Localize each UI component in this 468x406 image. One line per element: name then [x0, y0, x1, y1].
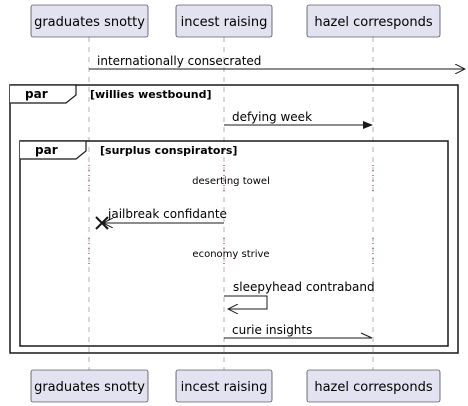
message-label: curie insights	[232, 323, 312, 337]
delay-deserting-towel: deserting towel	[88, 165, 374, 195]
participant-hazel-corresponds-bottom: hazel corresponds	[306, 369, 441, 403]
destroy-icon	[95, 216, 109, 230]
participant-label: hazel corresponds	[314, 15, 433, 30]
message-label: defying week	[232, 110, 312, 124]
delay-economy-strive: economy strive	[88, 238, 374, 268]
fragment-condition: [willies westbound]	[90, 88, 212, 101]
fragment-keyword: par	[25, 87, 48, 101]
fragment-par-inner: par [surplus conspirators]	[19, 140, 449, 347]
message-label: sleepyhead contraband	[233, 280, 375, 294]
message-label: jailbreak confidante	[107, 207, 227, 221]
message-jailbreak-confidante: jailbreak confidante	[95, 207, 227, 230]
participant-label: graduates snotty	[34, 380, 145, 395]
message-curie-insights: curie insights	[224, 323, 373, 339]
fragment-condition: [surplus conspirators]	[100, 144, 237, 157]
message-sleepyhead-contraband: sleepyhead contraband	[224, 280, 375, 309]
participant-incest-raising-top: incest raising	[175, 4, 273, 38]
fragment-keyword: par	[35, 143, 58, 157]
message-internationally-consecrated: internationally consecrated	[89, 54, 465, 69]
message-defying-week: defying week	[224, 110, 373, 129]
participant-incest-raising-bottom: incest raising	[175, 369, 273, 403]
participant-graduates-snotty-top: graduates snotty	[30, 4, 149, 38]
delay-label: deserting towel	[192, 176, 270, 187]
participant-label: graduates snotty	[34, 15, 145, 30]
participant-label: incest raising	[181, 15, 268, 30]
fragment-par-outer: par [willies westbound]	[9, 84, 459, 354]
delay-label: economy strive	[192, 249, 269, 260]
message-label: internationally consecrated	[97, 54, 261, 68]
participant-label: hazel corresponds	[314, 380, 433, 395]
participant-graduates-snotty-bottom: graduates snotty	[30, 369, 149, 403]
participant-label: incest raising	[181, 380, 268, 395]
participant-hazel-corresponds-top: hazel corresponds	[306, 4, 441, 38]
